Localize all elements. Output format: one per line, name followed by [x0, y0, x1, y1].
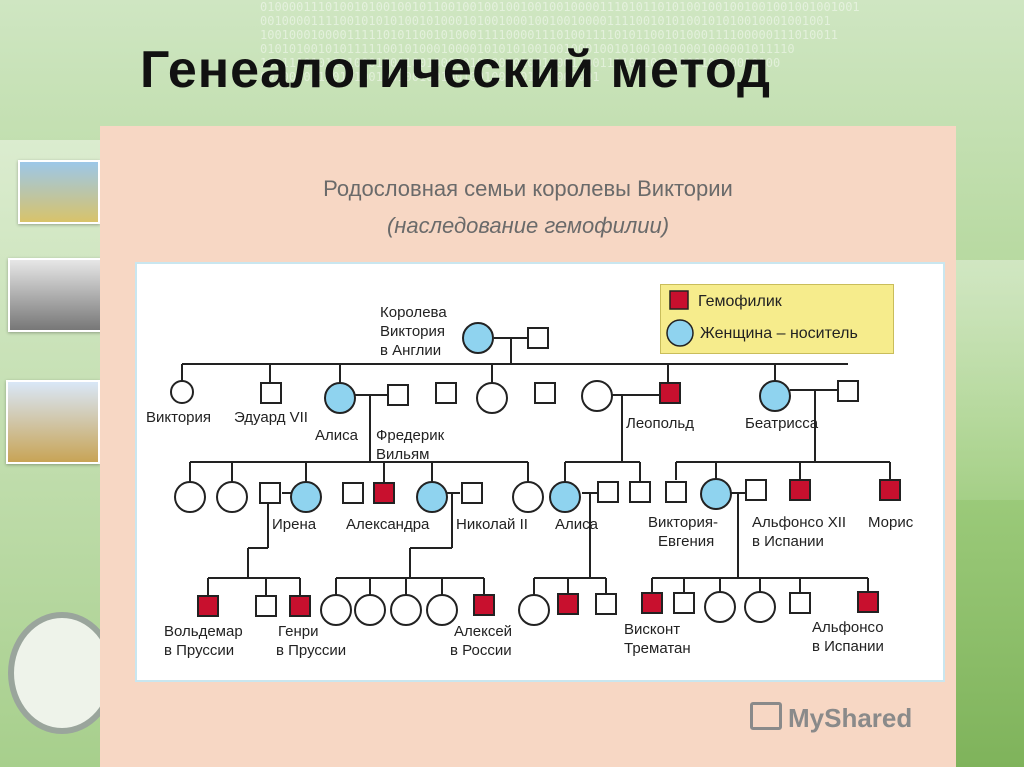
- gen4-male-a: [255, 595, 277, 617]
- gen4-female-d: [426, 594, 458, 626]
- label-beatrice: Беатрисса: [745, 415, 819, 432]
- label-victoria-eugenie-1: Виктория-: [648, 514, 718, 531]
- label-queen-2: Виктория: [380, 323, 445, 340]
- legend: [660, 284, 894, 354]
- myshared-watermark[interactable]: MyShared: [750, 702, 912, 734]
- waldemar-hemophiliac-male: [197, 595, 219, 617]
- gen4-female-b: [354, 594, 386, 626]
- gen3-female-c: [512, 481, 544, 513]
- gen4-female-a: [320, 594, 352, 626]
- alfonso12-hemophiliac-male: [789, 479, 811, 501]
- gen2-male-b: [534, 382, 556, 404]
- slide-title: Генеалогический метод: [140, 41, 772, 99]
- gen4-female-f: [704, 591, 736, 623]
- label-alexandra: Александра: [346, 516, 430, 533]
- queen-husband-male: [527, 327, 549, 349]
- gen3-female-a: [174, 481, 206, 513]
- gen3-female-b: [216, 481, 248, 513]
- label-leopold: Леопольд: [626, 415, 694, 432]
- label-frederick-2: Вильям: [376, 446, 429, 463]
- legend-hemophiliac-label: Гемофилик: [698, 293, 783, 310]
- label-victoria: Виктория: [146, 409, 211, 426]
- viscount-hemophiliac-male: [641, 592, 663, 614]
- gen2-female-a: [476, 382, 508, 414]
- nicholas-male: [461, 482, 483, 504]
- label-queen-3: в Англии: [380, 342, 441, 359]
- victoria-female: [170, 380, 194, 404]
- henry-hemophiliac-male: [289, 595, 311, 617]
- gen4-male-b: [595, 593, 617, 615]
- label-irena: Ирена: [272, 516, 317, 533]
- legend-carrier-swatch: [666, 319, 694, 347]
- gen2-male-a: [435, 382, 457, 404]
- label-edward: Эдуард VII: [234, 409, 308, 426]
- label-alfonso-1: Альфонсо: [812, 619, 884, 636]
- chart-decoration: [956, 260, 1024, 500]
- queen-victoria-carrier-female: [462, 322, 494, 354]
- harvester-image: [18, 160, 100, 224]
- label-waldemar-1: Вольдемар: [164, 623, 243, 640]
- irena-carrier-female: [290, 481, 322, 513]
- frederick-male: [387, 384, 409, 406]
- alexandra-carrier-female: [416, 481, 448, 513]
- alfonso12-husband-male: [745, 479, 767, 501]
- edward-male: [260, 382, 282, 404]
- wheat-image: [6, 380, 100, 464]
- leopold-wife-female: [581, 380, 613, 412]
- beatrice-husband-male: [837, 380, 859, 402]
- gen3-male-b: [629, 481, 651, 503]
- gen4-male-c: [673, 592, 695, 614]
- label-alfonso-2: в Испании: [812, 638, 884, 655]
- irena-husband-male: [259, 482, 281, 504]
- background-binary: 0100001110100101001001011001001001001001…: [260, 0, 860, 84]
- tires-image: [8, 258, 102, 332]
- gen3-hemophiliac-male: [373, 482, 395, 504]
- label-waldemar-2: в Пруссии: [164, 642, 234, 659]
- label-frederick-1: Фредерик: [376, 427, 445, 444]
- label-alfonso12-2: в Испании: [752, 533, 824, 550]
- alfonso-hemophiliac-male: [857, 591, 879, 613]
- label-alfonso12-1: Альфонсо XII: [752, 514, 846, 531]
- label-henry-1: Генри: [278, 623, 318, 640]
- label-alice: Алиса: [315, 427, 359, 444]
- gen4-female-e: [518, 594, 550, 626]
- watermark-text: MyShared: [788, 703, 913, 733]
- diagram-title: Родословная семьи королевы Виктории: [323, 176, 733, 201]
- label-alexei-2: в России: [450, 642, 512, 659]
- gen3-male-c: [665, 481, 687, 503]
- pedigree-lines: [181, 337, 891, 596]
- alice-carrier-female: [324, 382, 356, 414]
- label-viscount-2: Трематан: [624, 640, 691, 657]
- victoria-eugenie-carrier-female: [700, 478, 732, 510]
- maurice-hemophiliac-male: [879, 479, 901, 501]
- diagram-subtitle: (наследование гемофилии): [386, 213, 670, 238]
- label-nicholas: Николай II: [456, 516, 528, 533]
- gen4-male-d: [789, 592, 811, 614]
- gen4-female-g: [744, 591, 776, 623]
- label-victoria-eugenie-2: Евгения: [658, 533, 714, 550]
- myshared-logo-icon: [750, 702, 782, 730]
- alice2-husband-male: [597, 481, 619, 503]
- gen4-female-c: [390, 594, 422, 626]
- label-henry-2: в Пруссии: [276, 642, 346, 659]
- label-alice2: Алиса: [555, 516, 599, 533]
- beatrice-carrier-female: [759, 380, 791, 412]
- label-alexei-1: Алексей: [454, 623, 512, 640]
- legend-carrier-label: Женщина – носитель: [700, 325, 858, 342]
- legend-hemophiliac-swatch: [669, 290, 689, 310]
- label-viscount-1: Висконт: [624, 621, 680, 638]
- gen4-hemophiliac-male-a: [557, 593, 579, 615]
- label-queen-1: Королева: [380, 304, 447, 321]
- gen3-male-a: [342, 482, 364, 504]
- leopold-hemophiliac-male: [659, 382, 681, 404]
- alice2-carrier-female: [549, 481, 581, 513]
- alexei-hemophiliac-male: [473, 594, 495, 616]
- label-maurice: Морис: [868, 514, 914, 531]
